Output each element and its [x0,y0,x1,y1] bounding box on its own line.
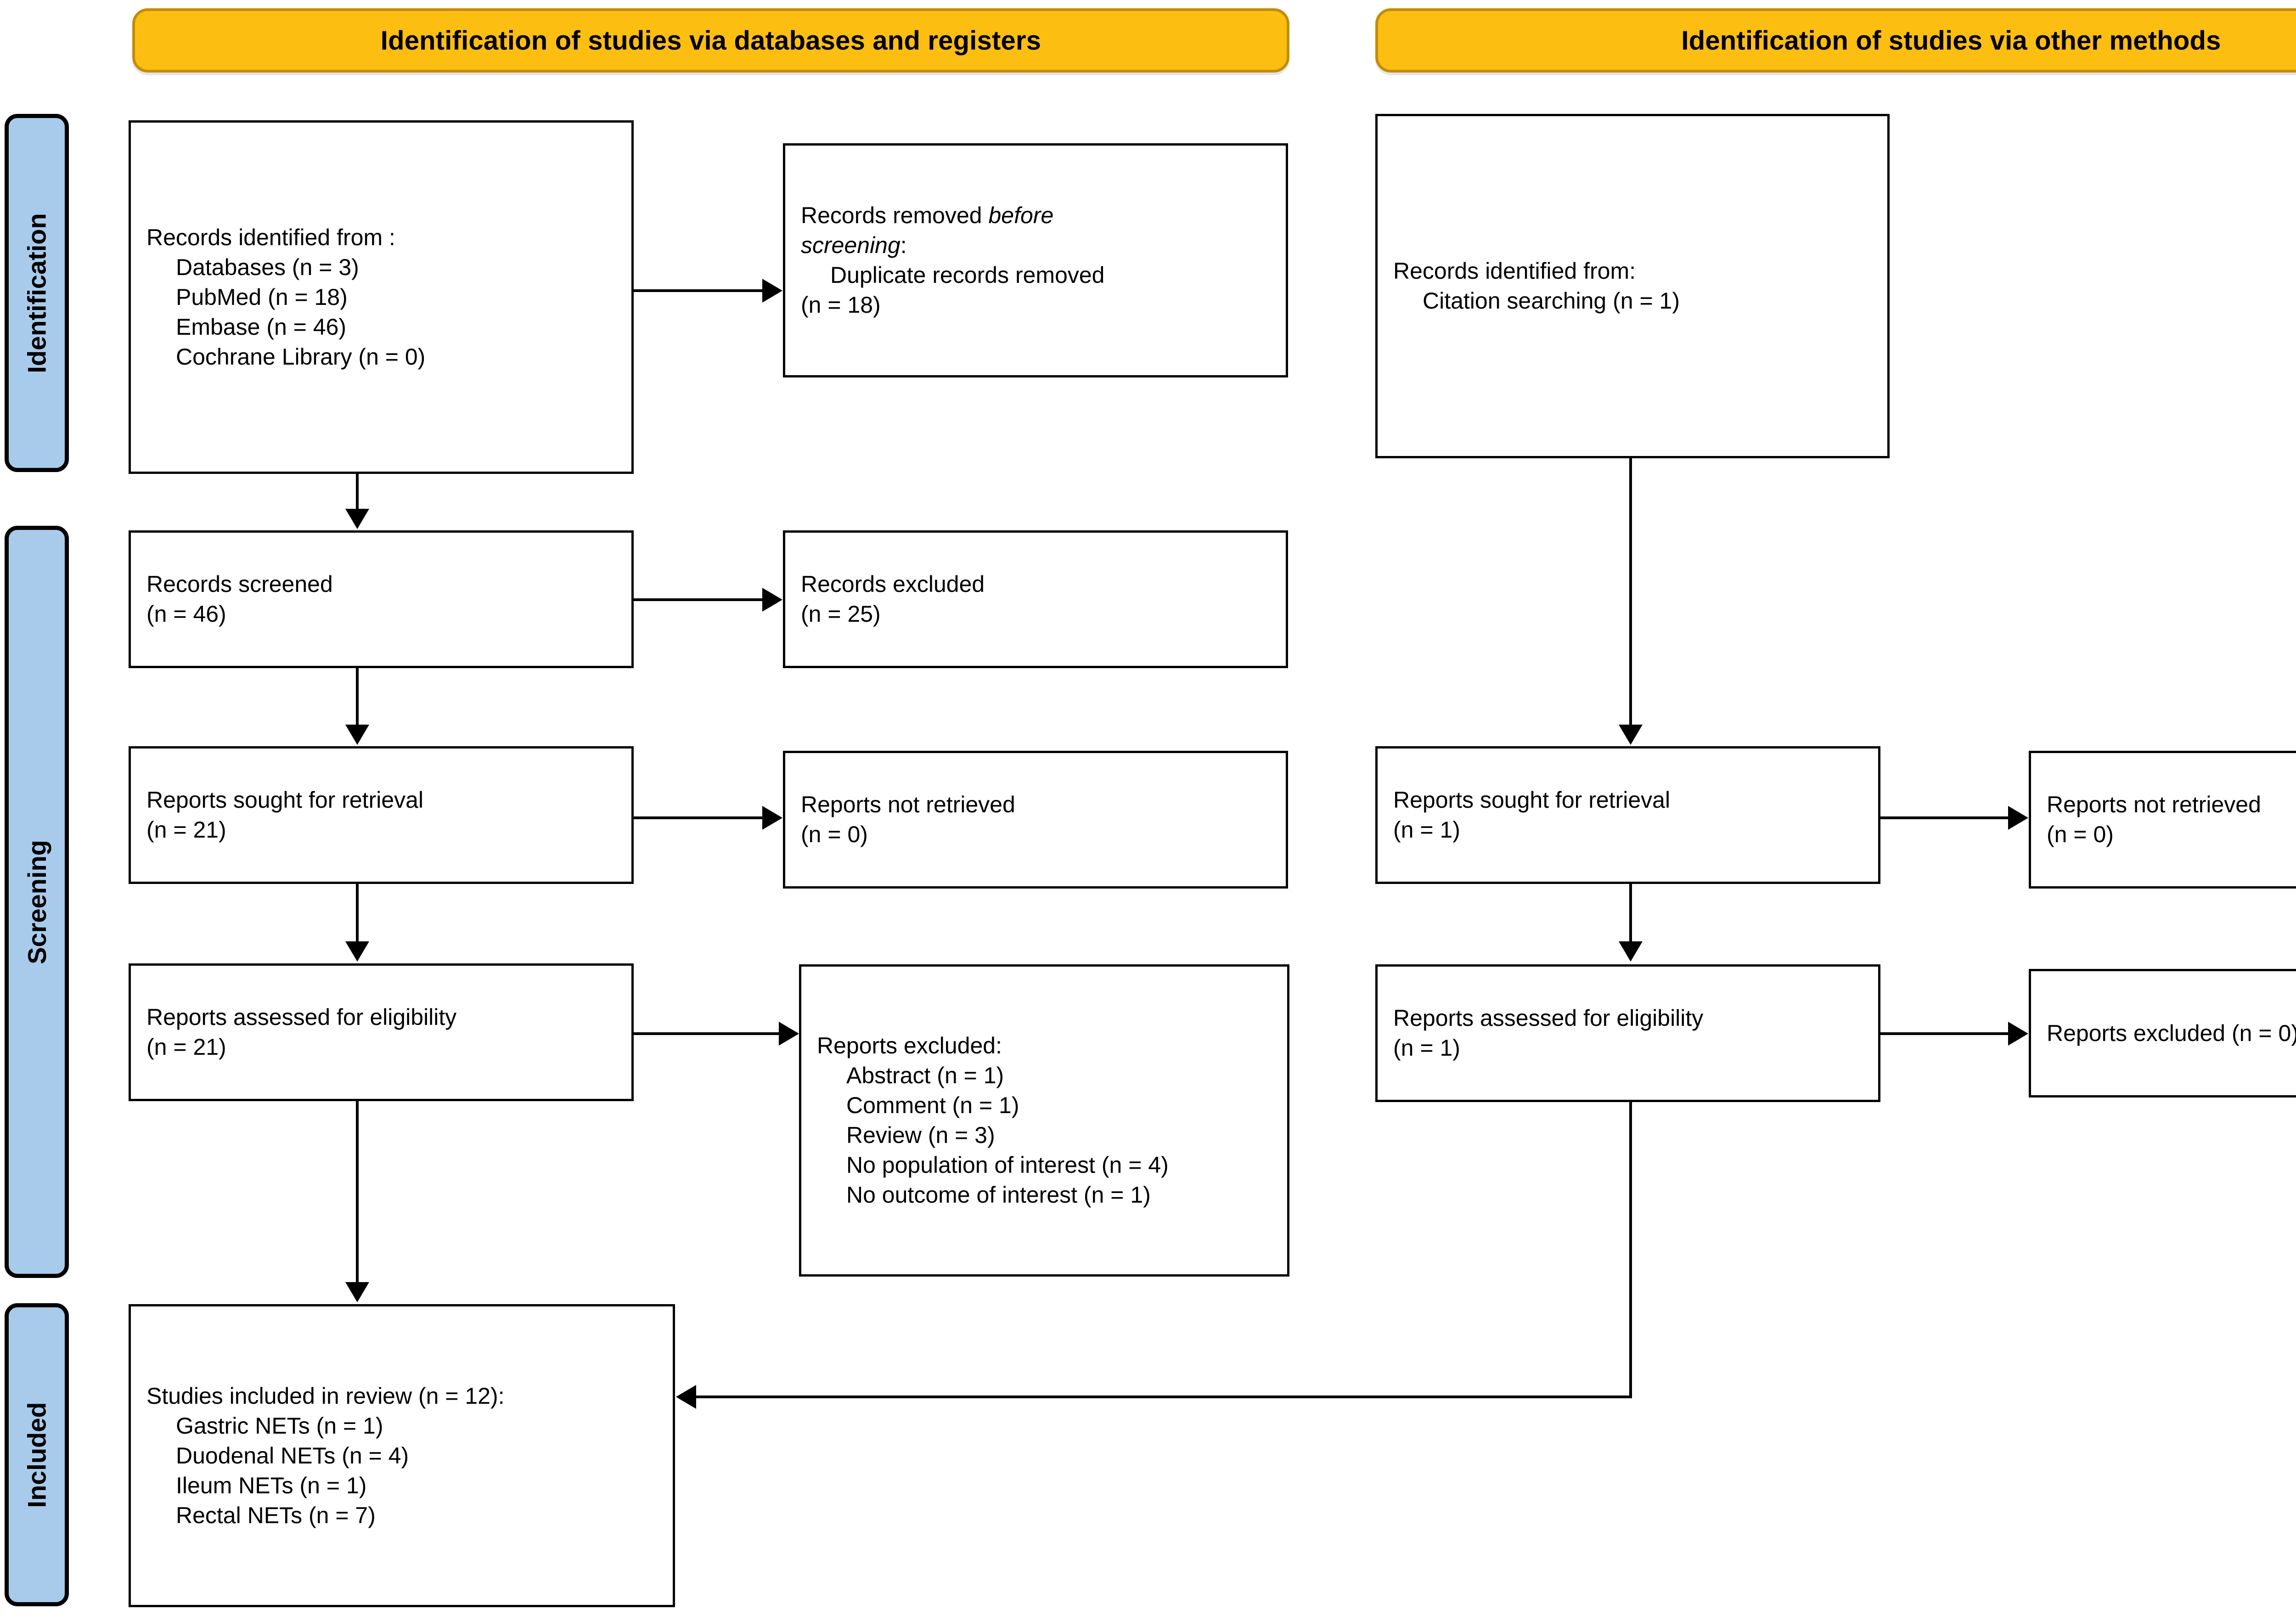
box-reports-not-retrieved-left-line-1: (n = 0) [801,822,868,847]
box-reports-sought-left-line-1: (n = 21) [146,817,226,843]
box-reports-not-retrieved-left-line-0: Reports not retrieved [801,792,1015,817]
box-records-identified-line-3: Embase (n = 46) [176,314,347,340]
box-reports-excluded-left: Reports excluded: Abstract (n = 1) Comme… [799,964,1289,1277]
stage-header-other-methods: Identification of studies via other meth… [1375,8,2296,73]
box-reports-assessed-left-line-0: Reports assessed for eligibility [146,1004,457,1030]
box-records-removed-italic-1: screening [801,232,900,258]
arrowhead-identified-other-to-sought-right [1619,725,1643,745]
phase-band-screening: Screening [5,526,69,1278]
box-records-excluded-line-1: (n = 25) [801,601,881,627]
box-studies-included-line-2: Duodenal NETs (n = 4) [176,1442,409,1469]
phase-band-identification: Identification [5,114,69,472]
arrowhead-sought-to-not-retrieved-left [762,806,782,830]
box-reports-sought-left-line-0: Reports sought for retrieval [146,787,424,813]
connector-assessed-to-excluded-left [634,1032,780,1035]
connector-identified-to-removed [634,289,763,292]
box-reports-excluded-left-line-5: No outcome of interest (n = 1) [846,1182,1151,1208]
phase-band-screening-label: Screening [22,839,51,964]
connector-sought-to-assessed-left [356,884,359,943]
box-studies-included-line-3: Ileum NETs (n = 1) [176,1472,367,1498]
box-reports-excluded-left-line-0: Reports excluded: [817,1033,1002,1058]
stage-header-databases: Identification of studies via databases … [132,8,1289,73]
box-reports-not-retrieved-right-line-0: Reports not retrieved [2047,792,2261,817]
box-records-identified-line-0: Records identified from : [146,224,395,250]
arrowhead-right-to-included [676,1385,696,1409]
phase-band-included: Included [5,1303,69,1606]
arrowhead-sought-to-assessed-left [345,941,369,962]
connector-identified-to-screened [356,474,359,511]
box-reports-excluded-left-line-2: Comment (n = 1) [846,1092,1019,1118]
connector-sought-to-not-retrieved-left [634,816,763,819]
box-reports-assessed-right: Reports assessed for eligibility (n = 1) [1375,964,1880,1102]
connector-assessed-to-excluded-right [1880,1032,2009,1035]
box-reports-excluded-left-line-3: Review (n = 3) [846,1122,995,1148]
arrowhead-sought-to-assessed-right [1619,941,1643,962]
arrowhead-identified-to-screened [345,509,369,529]
connector-right-to-included-horizontal [696,1396,1632,1398]
connector-screened-to-excluded [634,598,763,601]
arrowhead-screened-to-sought [345,725,369,745]
box-records-identified-line-2: PubMed (n = 18) [176,284,348,310]
box-records-identified-line-4: Cochrane Library (n = 0) [176,343,426,370]
box-records-removed-text-1: : [900,232,907,258]
box-reports-excluded-right: Reports excluded (n = 0) [2029,969,2296,1097]
box-records-identified-other-line-1: Citation searching (n = 1) [1423,288,1680,314]
box-reports-not-retrieved-left: Reports not retrieved (n = 0) [783,751,1288,889]
box-records-removed-italic-0: before [988,203,1054,228]
connector-identified-other-to-sought-right [1629,458,1632,725]
box-records-identified-other-line-0: Records identified from: [1393,258,1636,284]
phase-band-included-label: Included [22,1401,51,1508]
box-reports-excluded-left-line-1: Abstract (n = 1) [846,1063,1004,1088]
box-reports-assessed-left: Reports assessed for eligibility (n = 21… [129,963,634,1101]
box-records-screened-line-1: (n = 46) [146,601,226,627]
arrowhead-assessed-to-excluded-right [2008,1022,2028,1046]
box-records-screened-line-0: Records screened [146,571,333,597]
box-reports-sought-right-line-1: (n = 1) [1393,817,1460,843]
box-reports-sought-right: Reports sought for retrieval (n = 1) [1375,746,1880,884]
stage-header-databases-label: Identification of studies via databases … [380,25,1041,56]
box-records-identified: Records identified from : Databases (n =… [129,120,634,474]
stage-header-other-methods-label: Identification of studies via other meth… [1681,25,2221,56]
arrowhead-screened-to-excluded [762,588,782,612]
arrowhead-sought-to-not-retrieved-right [2008,806,2028,830]
box-records-screened: Records screened (n = 46) [129,530,634,668]
box-reports-sought-left: Reports sought for retrieval (n = 21) [129,746,634,884]
box-studies-included: Studies included in review (n = 12): Gas… [129,1304,675,1607]
box-studies-included-line-1: Gastric NETs (n = 1) [176,1412,383,1439]
arrowhead-identified-to-removed [762,279,782,303]
box-records-identified-line-1: Databases (n = 3) [176,254,359,280]
box-reports-sought-right-line-0: Reports sought for retrieval [1393,787,1671,813]
box-reports-not-retrieved-right: Reports not retrieved (n = 0) [2029,751,2296,889]
box-records-excluded-line-0: Records excluded [801,571,985,597]
box-records-excluded: Records excluded (n = 25) [783,530,1288,668]
box-studies-included-line-0: Studies included in review (n = 12): [146,1383,505,1409]
box-records-identified-other: Records identified from: Citation search… [1375,114,1890,458]
box-reports-excluded-right-line-0: Reports excluded (n = 0) [2047,1020,2296,1046]
box-records-removed-line-1: screening: [801,231,1270,260]
connector-sought-to-not-retrieved-right [1880,816,2009,819]
box-reports-not-retrieved-right-line-1: (n = 0) [2047,822,2114,847]
arrowhead-assessed-to-excluded-left [779,1022,799,1046]
box-records-removed: Records removed before screening: Duplic… [783,143,1288,377]
connector-assessed-right-down-to-included [1629,1102,1632,1398]
box-records-removed-line-0: Records removed before [801,201,1270,231]
connector-screened-to-sought [356,668,359,725]
box-records-removed-line-3: (n = 18) [801,292,881,318]
phase-band-identification-label: Identification [22,213,51,373]
arrowhead-assessed-to-included [345,1282,369,1302]
box-reports-excluded-left-line-4: No population of interest (n = 4) [846,1152,1169,1178]
box-studies-included-line-4: Rectal NETs (n = 7) [176,1502,376,1528]
box-reports-assessed-left-line-1: (n = 21) [146,1034,226,1060]
connector-assessed-to-included [356,1101,359,1284]
box-records-removed-text-0: Records removed [801,203,989,228]
box-reports-assessed-right-line-1: (n = 1) [1393,1035,1460,1061]
box-records-removed-line-2: Duplicate records removed [830,262,1105,288]
box-reports-assessed-right-line-0: Reports assessed for eligibility [1393,1005,1704,1031]
connector-sought-to-assessed-right [1629,884,1632,943]
